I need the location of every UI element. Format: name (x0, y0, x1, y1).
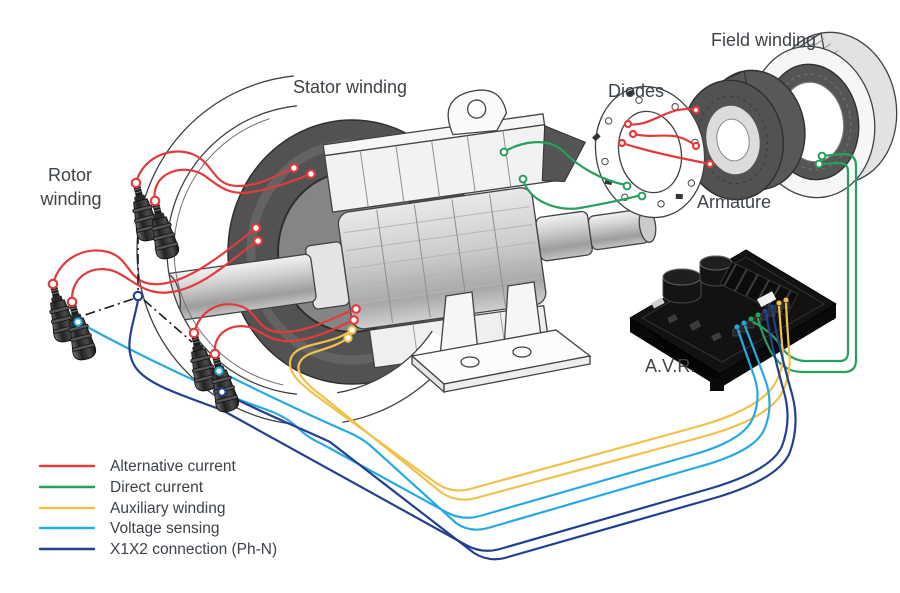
label-stator-winding: Stator winding (293, 77, 407, 97)
auxiliary-winding-wires (288, 301, 791, 501)
legend-label-alternative-current: Alternative current (110, 458, 236, 475)
direct-current-wires (502, 141, 858, 374)
legend-label-auxiliary-winding: Auxiliary winding (110, 500, 225, 517)
avr-capacitors (662, 255, 733, 304)
sensing-terminals (73, 317, 224, 376)
label-rotor-winding-line1: Rotor (48, 165, 92, 185)
alternating-current-wires (51, 107, 712, 356)
legend-label-direct-current: Direct current (110, 479, 204, 496)
part-labels: Rotor winding Stator winding Diodes Fiel… (39, 30, 816, 376)
mounting-foot (410, 281, 592, 394)
diode-plate (592, 85, 706, 219)
avr-board (629, 249, 837, 391)
legend: Alternative current Direct current Auxil… (38, 458, 277, 558)
label-avr: A.V.R. (645, 356, 695, 376)
x1x2-wires (128, 298, 797, 561)
armature-part (681, 69, 806, 201)
avr-terminal-dots (733, 296, 790, 331)
label-field-winding: Field winding (711, 30, 816, 50)
red-terminals (47, 105, 715, 360)
yellow-terminals (343, 325, 357, 343)
label-diodes: Diodes (608, 81, 664, 101)
legend-label-voltage-sensing: Voltage sensing (110, 520, 219, 537)
label-armature: Armature (697, 192, 771, 212)
star-point-node (132, 290, 144, 302)
label-rotor-winding-line2: winding (39, 189, 101, 209)
legend-label-x1x2: X1X2 connection (Ph-N) (110, 541, 277, 558)
green-terminals (499, 147, 827, 201)
star-point-links (81, 234, 193, 343)
x2-terminal (217, 387, 227, 397)
main-alternator (136, 74, 657, 426)
